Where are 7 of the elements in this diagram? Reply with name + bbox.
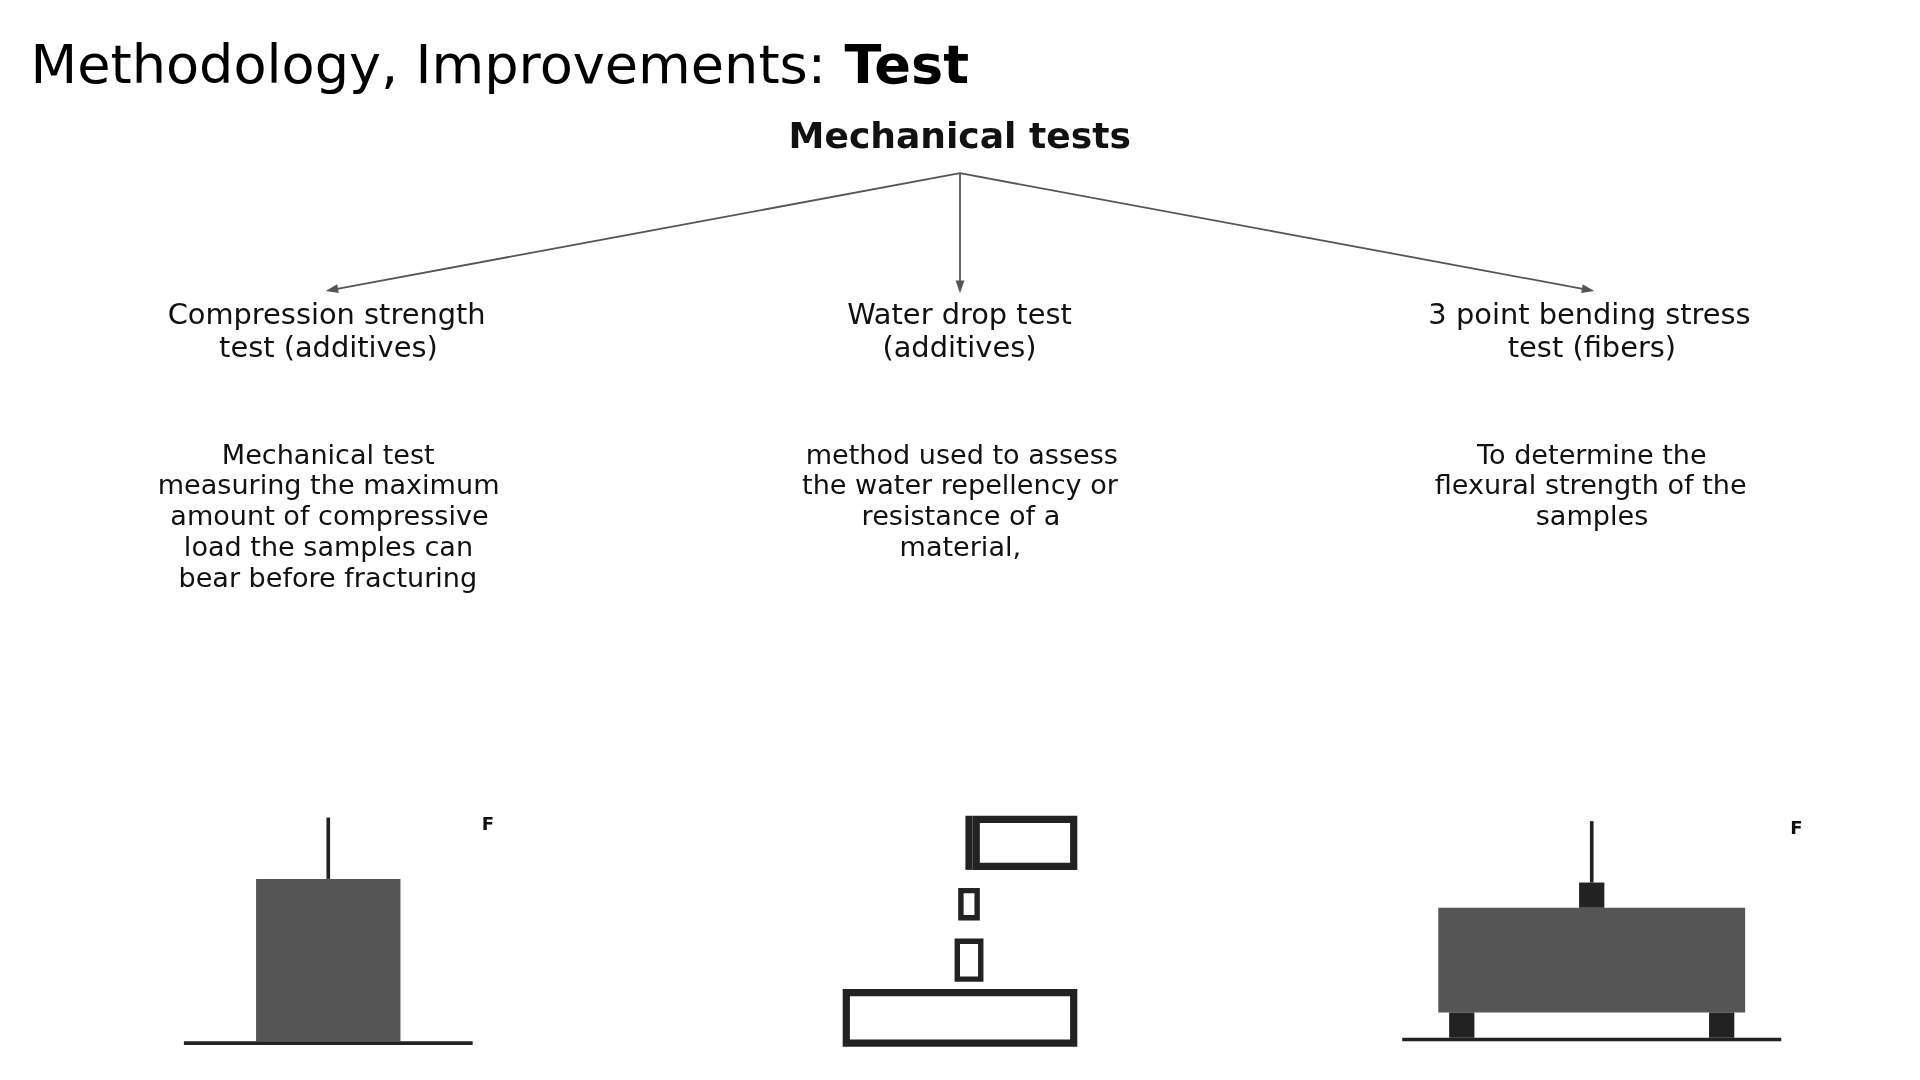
node-text: 3 point bending stress test (fibers) To determine the flexural strength of the samples — [1428, 296, 1751, 531]
diagram-title: Methodology, Improvements: Test — [30, 32, 970, 96]
node-label: F — [481, 812, 495, 834]
node-text: Water drop test (additives) method used to assess the water repellency or resistance of a material, — [802, 296, 1118, 562]
node-label: F — [1790, 816, 1803, 838]
node-text: Mechanical tests — [788, 114, 1131, 157]
node-text: Compression strength test (additives) Mechanical test measuring the maximum amount of compressive load the samples can bear before fracturing — [157, 296, 500, 593]
